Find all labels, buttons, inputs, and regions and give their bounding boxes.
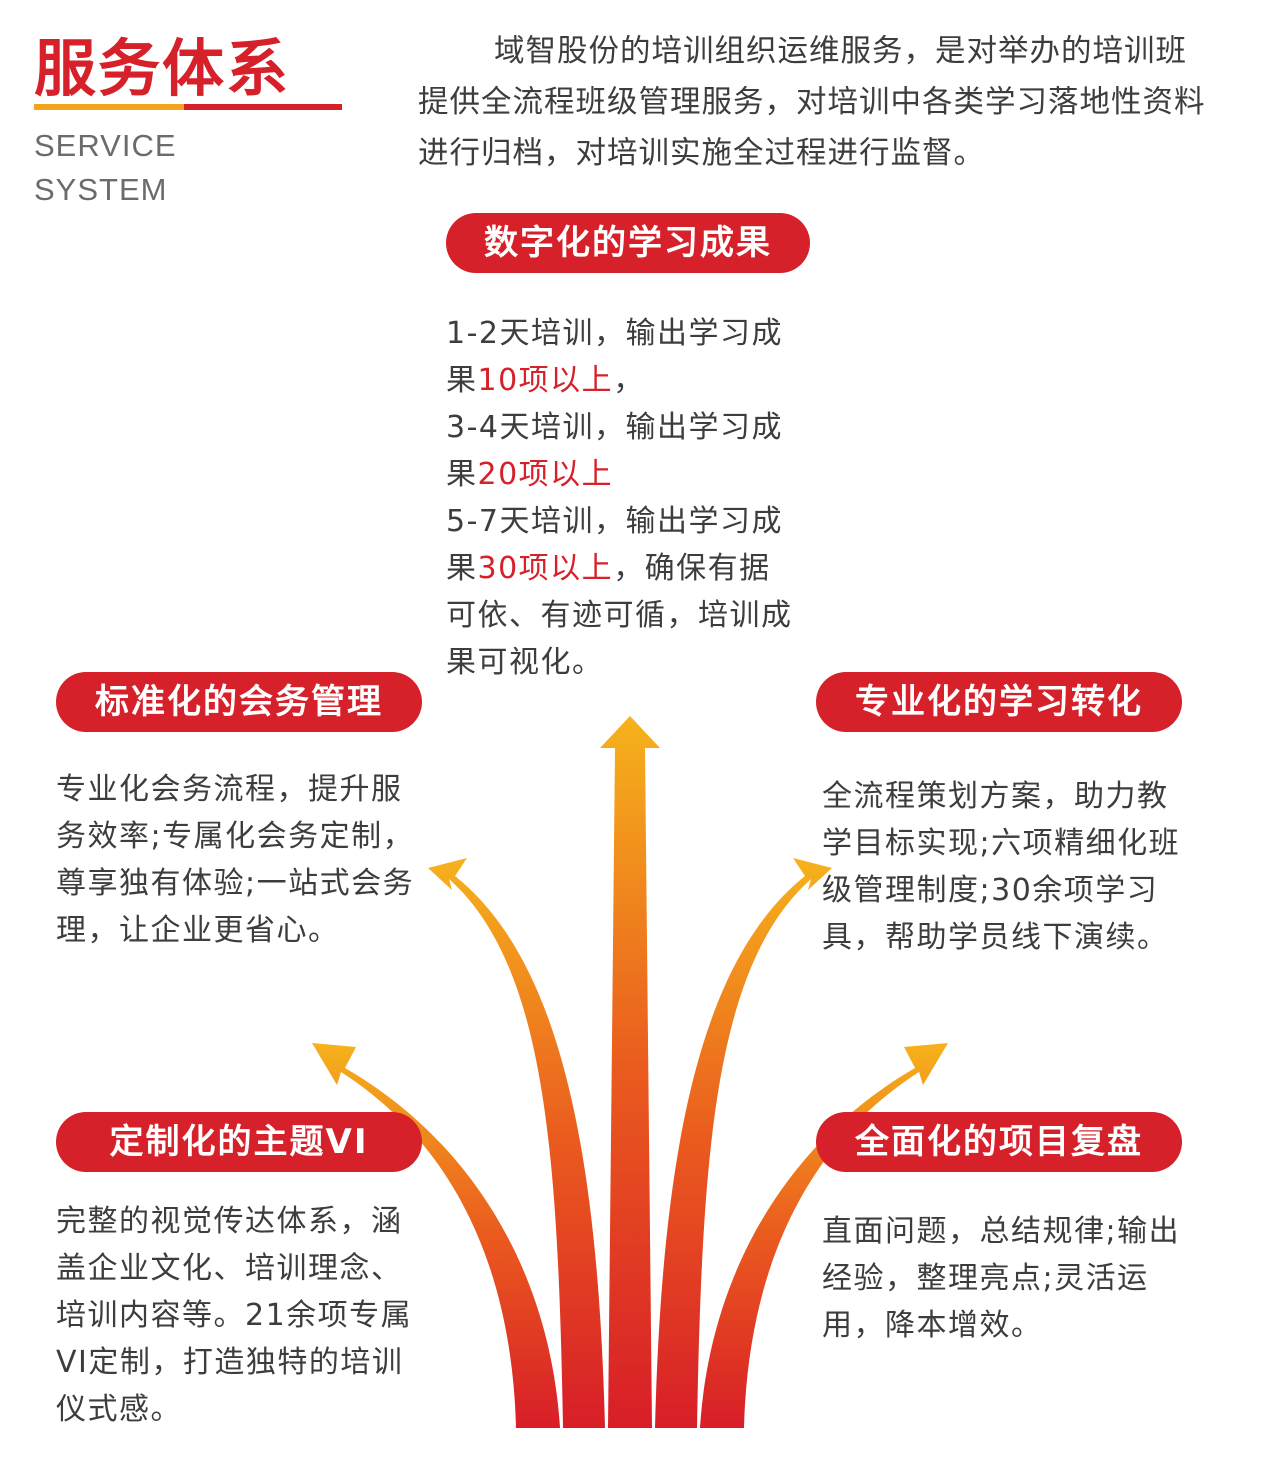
highlight-30: 30项以上 — [477, 551, 614, 586]
digital-line-3: 3-4天培训，输出学习成 — [446, 410, 783, 445]
section-text-professional: 全流程策划方案，助力教学目标实现;六项精细化班级管理制度;30余项学习具，帮助学… — [822, 779, 1181, 955]
digital-line-6: 果30项以上，确保有据 — [446, 545, 816, 592]
section-label-professional: 专业化的学习转化 — [816, 672, 1182, 732]
digital-text: 果 — [446, 551, 478, 586]
digital-text: 果 — [446, 457, 478, 492]
arrow-left — [428, 858, 605, 1428]
section-label-review: 全面化的项目复盘 — [816, 1112, 1182, 1172]
title-underline — [34, 104, 342, 110]
digital-line-1: 1-2天培训，输出学习成 — [446, 316, 783, 351]
digital-text: ， — [613, 363, 645, 398]
section-label-standard: 标准化的会务管理 — [56, 672, 422, 732]
subtitle-line-1: SERVICE — [34, 128, 177, 163]
highlight-20: 20项以上 — [477, 457, 614, 492]
section-label-digital: 数字化的学习成果 — [446, 213, 810, 273]
section-text-review: 直面问题，总结规律;输出经验，整理亮点;灵活运用，降本增效。 — [822, 1214, 1181, 1343]
digital-line-8: 果可视化。 — [446, 645, 604, 680]
digital-text: 果 — [446, 363, 478, 398]
title-underline-accent — [34, 104, 184, 110]
digital-line-2: 果10项以上， — [446, 357, 816, 404]
page-title: 服务体系 — [34, 32, 291, 105]
subtitle-line-2: SYSTEM — [34, 172, 168, 207]
digital-line-5: 5-7天培训，输出学习成 — [446, 504, 783, 539]
digital-line-7: 可依、有迹可循，培训成 — [446, 598, 793, 633]
digital-text: ，确保有据 — [613, 551, 771, 586]
section-text-custom: 完整的视觉传达体系，涵盖企业文化、培训理念、培训内容等。21余项专属VI定制，打… — [56, 1204, 413, 1427]
page-subtitle: SERVICE SYSTEM — [34, 124, 177, 212]
section-text-digital: 1-2天培训，输出学习成 果10项以上， 3-4天培训，输出学习成 果20项以上… — [446, 310, 816, 686]
digital-line-4: 果20项以上 — [446, 451, 816, 498]
section-label-custom: 定制化的主题VI — [56, 1112, 422, 1172]
arrow-right — [655, 858, 832, 1428]
highlight-10: 10项以上 — [477, 363, 614, 398]
intro-paragraph: 域智股份的培训组织运维服务，是对举办的培训班提供全流程班级管理服务，对培训中各类… — [418, 34, 1206, 171]
arrow-far-right — [700, 1043, 948, 1428]
arrow-far-left — [312, 1043, 560, 1428]
section-text-standard: 专业化会务流程，提升服务效率;专属化会务定制，尊享独有体验;一站式会务理，让企业… — [56, 772, 415, 948]
arrow-center — [600, 716, 660, 1428]
